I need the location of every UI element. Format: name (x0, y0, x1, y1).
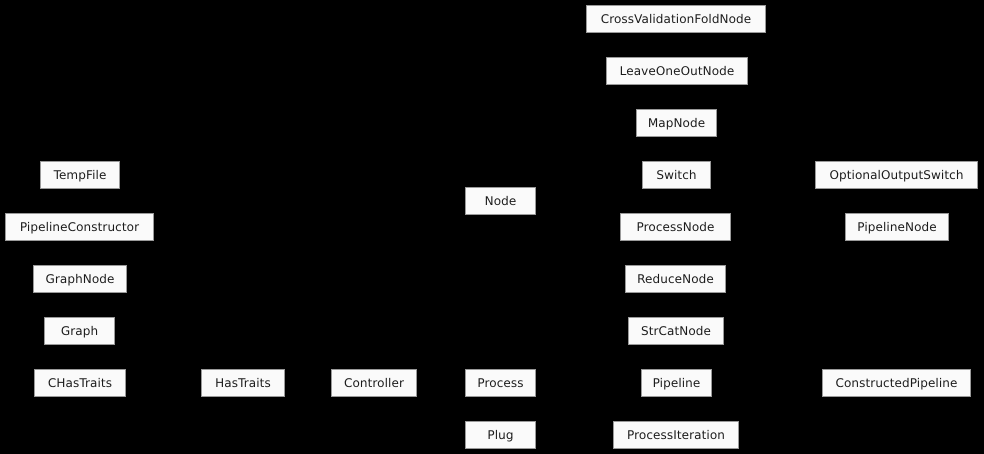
class-node-label: OptionalOutputSwitch (829, 168, 964, 182)
class-node-tempfile[interactable]: TempFile (40, 161, 120, 189)
class-node-label: HasTraits (215, 376, 271, 390)
class-node-label: Controller (343, 376, 405, 390)
class-node-graph[interactable]: Graph (44, 317, 115, 345)
class-node-crossvalidationfoldnode[interactable]: CrossValidationFoldNode (586, 5, 766, 33)
class-node-chastraits[interactable]: CHasTraits (34, 369, 126, 397)
class-node-label: Pipeline (652, 376, 701, 390)
class-node-leaveoneoutnode[interactable]: LeaveOneOutNode (606, 57, 748, 85)
class-node-label: Process (477, 376, 524, 390)
class-node-label: Graph (60, 324, 99, 338)
class-node-plug[interactable]: Plug (465, 421, 536, 449)
class-node-processiteration[interactable]: ProcessIteration (613, 421, 739, 449)
class-node-hastraits[interactable]: HasTraits (201, 369, 285, 397)
class-node-label: Switch (656, 168, 697, 182)
class-node-label: CrossValidationFoldNode (600, 12, 752, 26)
class-node-label: ProcessIteration (626, 428, 726, 442)
class-node-switch[interactable]: Switch (642, 161, 711, 189)
class-node-node[interactable]: Node (465, 187, 536, 215)
class-node-optionaloutputswitch[interactable]: OptionalOutputSwitch (815, 161, 978, 189)
class-node-label: ReduceNode (637, 272, 714, 286)
class-node-label: StrCatNode (640, 324, 711, 338)
class-node-pipelineconstructor[interactable]: PipelineConstructor (5, 213, 154, 241)
class-node-graphnode[interactable]: GraphNode (33, 265, 127, 293)
class-node-process[interactable]: Process (465, 369, 536, 397)
class-node-controller[interactable]: Controller (331, 369, 417, 397)
class-node-label: MapNode (647, 116, 706, 130)
class-node-mapnode[interactable]: MapNode (636, 109, 717, 137)
class-node-label: ProcessNode (636, 220, 715, 234)
class-node-label: CHasTraits (47, 376, 113, 390)
class-node-processnode[interactable]: ProcessNode (620, 213, 731, 241)
class-node-pipeline[interactable]: Pipeline (641, 369, 712, 397)
class-node-label: PipelineNode (857, 220, 937, 234)
class-node-reducenode[interactable]: ReduceNode (625, 265, 726, 293)
class-node-pipelinenode[interactable]: PipelineNode (845, 213, 949, 241)
class-node-strcatnode[interactable]: StrCatNode (628, 317, 724, 345)
class-node-constructedpipeline[interactable]: ConstructedPipeline (822, 369, 971, 397)
class-node-label: TempFile (53, 168, 107, 182)
class-node-label: Plug (487, 428, 514, 442)
class-node-label: Node (484, 194, 517, 208)
class-node-label: GraphNode (45, 272, 115, 286)
class-node-label: PipelineConstructor (19, 220, 140, 234)
class-node-label: ConstructedPipeline (835, 376, 958, 390)
class-node-label: LeaveOneOutNode (619, 64, 735, 78)
